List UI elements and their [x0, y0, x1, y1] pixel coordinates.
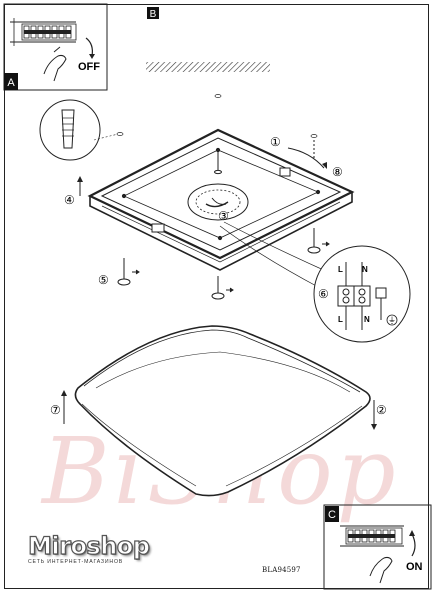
breaker-block-icon — [10, 18, 76, 46]
step-3: ③ — [218, 209, 229, 223]
miroshop-logo: Miroshop СЕТЬ ИНТЕРНЕТ-МАГАЗИНОВ — [28, 534, 149, 565]
up-arrow-icon — [61, 390, 67, 424]
screw-icon — [308, 228, 329, 253]
hand-pointer-icon — [44, 47, 66, 81]
side-clip — [152, 224, 164, 232]
section-b-label: B — [150, 9, 157, 20]
ceiling-hatch — [146, 62, 270, 72]
section-b-marker: B — [147, 7, 159, 20]
section-a-label: A — [7, 77, 15, 89]
side-clip — [280, 168, 290, 176]
rotate-on-arrow-icon — [409, 530, 415, 556]
terminal-l-top: L — [338, 265, 343, 274]
ceiling-holes — [215, 95, 317, 138]
terminal-n-top: N — [362, 265, 368, 274]
terminal-n-bottom: N — [364, 315, 370, 324]
breaker-block-icon — [340, 526, 404, 546]
screw-icon — [212, 276, 233, 299]
rotate-off-arrow-icon — [86, 38, 95, 59]
step-4: ④ — [64, 193, 75, 207]
step-7: ⑦ — [50, 403, 61, 417]
switch-off-label: OFF — [78, 61, 100, 73]
product-code: BLA94597 — [262, 566, 301, 574]
step-2: ② — [376, 403, 387, 417]
step-5: ⑤ — [98, 273, 109, 287]
screw-icon — [118, 258, 139, 285]
logo-name: Miroshop — [28, 534, 149, 558]
step-1: ① — [270, 135, 281, 149]
step-6: ⑥ — [318, 287, 329, 301]
step-8: ⑧ — [332, 165, 343, 179]
up-arrow-icon — [77, 176, 83, 196]
wall-plug-detail — [40, 100, 123, 160]
ground-icon: ⏚ — [387, 315, 397, 325]
svg-text:⏚: ⏚ — [388, 316, 396, 325]
switch-on-label: ON — [406, 561, 423, 573]
hand-pointer-icon — [370, 557, 392, 583]
screw-icon — [215, 148, 222, 174]
section-a-panel: A OFF — [4, 4, 107, 90]
section-c-label: C — [328, 509, 336, 521]
terminal-l-bottom: L — [338, 315, 343, 324]
lamp-shade — [75, 326, 370, 496]
section-c-panel: C ON — [324, 505, 431, 589]
